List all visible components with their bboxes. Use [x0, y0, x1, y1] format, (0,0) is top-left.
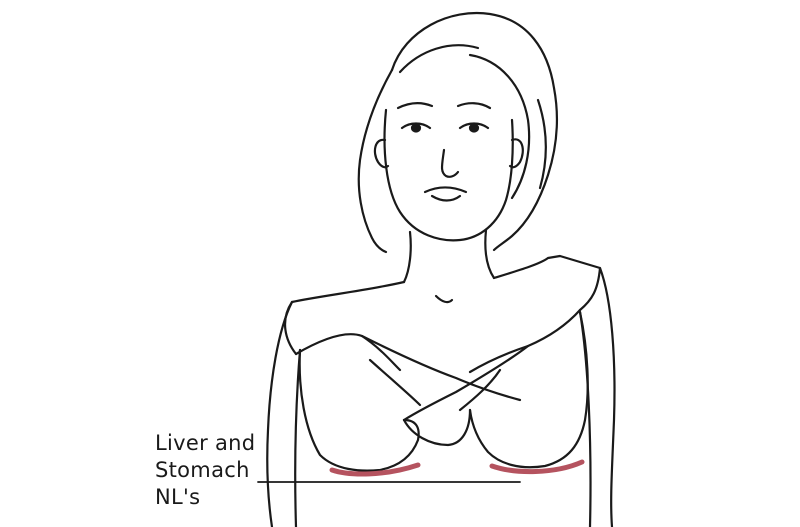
- right-torso-side: [578, 310, 592, 527]
- annotation-line-1: Liver and: [155, 431, 256, 455]
- annotation-label: Liver and Stomach NL's: [155, 430, 255, 511]
- cross-strap-2: [402, 344, 530, 422]
- inner-bust-curve: [402, 408, 472, 447]
- left-arm: [266, 300, 294, 527]
- left-marker-curve: [329, 462, 421, 477]
- left-torso-side: [294, 348, 302, 527]
- right-eyebrow: [456, 102, 492, 110]
- hair-strand-right: [536, 98, 547, 190]
- mouth: [423, 186, 468, 194]
- left-pupil: [410, 123, 422, 133]
- hair-inner-strand: [468, 53, 531, 200]
- collarbone: [434, 294, 454, 304]
- right-arm: [598, 266, 616, 527]
- hair-fringe: [398, 44, 480, 74]
- nose: [440, 148, 460, 178]
- annotation-line-3: NL's: [155, 485, 201, 509]
- face-outline: [383, 108, 514, 242]
- hair-left-side: [357, 68, 394, 254]
- cross-strap-4: [458, 368, 502, 412]
- right-pupil: [468, 123, 480, 133]
- annotation-line-2: Stomach: [155, 458, 250, 482]
- cross-strap-3: [368, 358, 422, 407]
- top-left-neckline: [294, 333, 402, 372]
- right-marker-curve: [489, 459, 585, 475]
- left-ear: [373, 138, 390, 169]
- left-eyebrow: [396, 102, 434, 110]
- lower-lip: [430, 194, 462, 202]
- hair-outline: [390, 11, 558, 252]
- right-shoulder-strap: [492, 254, 602, 312]
- right-ear: [508, 138, 524, 169]
- left-shoulder-strap: [283, 280, 406, 356]
- top-right-neckline: [468, 308, 582, 374]
- neck-left: [402, 230, 412, 284]
- left-bust: [298, 348, 420, 472]
- cross-strap-1: [360, 334, 522, 402]
- neck-right: [484, 228, 496, 280]
